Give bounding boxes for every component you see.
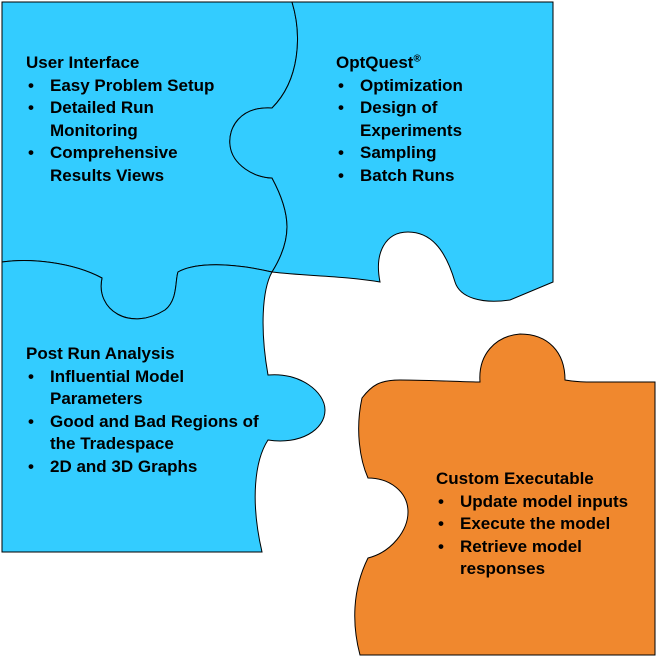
list-item: Execute the model [436, 513, 651, 536]
text-optquest: OptQuest® Optimization Design of Experim… [336, 52, 526, 187]
list-item: Easy Problem Setup [26, 75, 256, 98]
list-item: Batch Runs [336, 165, 526, 188]
registered-mark: ® [413, 53, 421, 65]
list-post-run-analysis: Influential Model Parameters Good and Ba… [26, 366, 266, 479]
title-optquest: OptQuest® [336, 52, 526, 75]
text-post-run-analysis: Post Run Analysis Influential Model Para… [26, 343, 266, 478]
list-item: Good and Bad Regions of the Tradespace [26, 411, 260, 456]
list-user-interface: Easy Problem Setup Detailed Run Monitori… [26, 75, 256, 188]
list-item: Optimization [336, 75, 526, 98]
list-item: Detailed Run Monitoring [26, 97, 180, 142]
title-custom-executable: Custom Executable [436, 469, 594, 488]
list-item: Design of Experiments [336, 97, 480, 142]
title-user-interface: User Interface [26, 53, 140, 72]
title-post-run-analysis: Post Run Analysis [26, 344, 175, 363]
text-custom-executable: Custom Executable Update model inputs Ex… [436, 468, 651, 581]
list-item: Update model inputs [436, 491, 651, 514]
optquest-title-text: OptQuest [336, 53, 414, 72]
list-custom-executable: Update model inputs Execute the model Re… [436, 491, 651, 581]
list-item: 2D and 3D Graphs [26, 456, 266, 479]
text-user-interface: User Interface Easy Problem Setup Detail… [26, 52, 256, 187]
list-optquest: Optimization Design of Experiments Sampl… [336, 75, 526, 188]
list-item: Retrieve model responses [436, 536, 610, 581]
list-item: Sampling [336, 142, 526, 165]
list-item: Influential Model Parameters [26, 366, 210, 411]
list-item: Comprehensive Results Views [26, 142, 220, 187]
